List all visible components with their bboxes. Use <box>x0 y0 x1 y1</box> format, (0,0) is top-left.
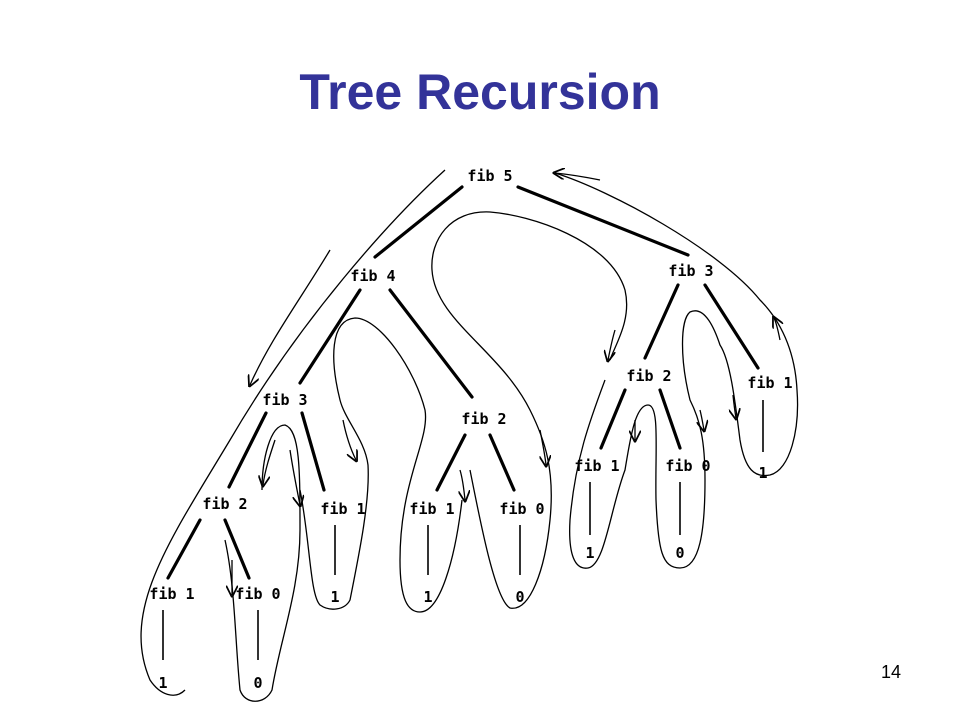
result-1-c: 1 <box>585 544 594 562</box>
node-fib-1-a: fib 1 <box>320 500 365 518</box>
node-fib-2-mid: fib 2 <box>461 410 506 428</box>
result-1-far-right: 1 <box>758 464 767 482</box>
node-fib-0-c: fib 0 <box>665 457 710 475</box>
node-fib-0-d: fib 0 <box>235 585 280 603</box>
evaluation-trace <box>140 170 799 702</box>
result-0-d: 0 <box>253 674 262 692</box>
node-fib-0-b: fib 0 <box>499 500 544 518</box>
node-fib-3-left: fib 3 <box>262 391 307 409</box>
node-fib-1-b: fib 1 <box>409 500 454 518</box>
result-1-b: 1 <box>423 588 432 606</box>
node-fib-1-far-right: fib 1 <box>747 374 792 392</box>
node-fib-2-right: fib 2 <box>626 367 671 385</box>
tree-edges <box>162 185 764 660</box>
result-0-b: 0 <box>515 588 524 606</box>
result-0-c: 0 <box>675 544 684 562</box>
result-1-d: 1 <box>158 674 167 692</box>
result-1-a: 1 <box>330 588 339 606</box>
tree-results: 1 1 1 0 1 0 1 0 <box>158 464 767 692</box>
node-fib-1-d: fib 1 <box>149 585 194 603</box>
node-fib-5: fib 5 <box>467 167 512 185</box>
node-fib-4: fib 4 <box>350 267 395 285</box>
tree-nodes: fib 5 fib 4 fib 3 fib 3 fib 2 fib 2 fib … <box>149 167 792 603</box>
node-fib-1-c: fib 1 <box>574 457 619 475</box>
slide-title: Tree Recursion <box>299 64 661 120</box>
node-fib-2-left: fib 2 <box>202 495 247 513</box>
slide-number: 14 <box>880 662 902 682</box>
node-fib-3-right: fib 3 <box>668 262 713 280</box>
